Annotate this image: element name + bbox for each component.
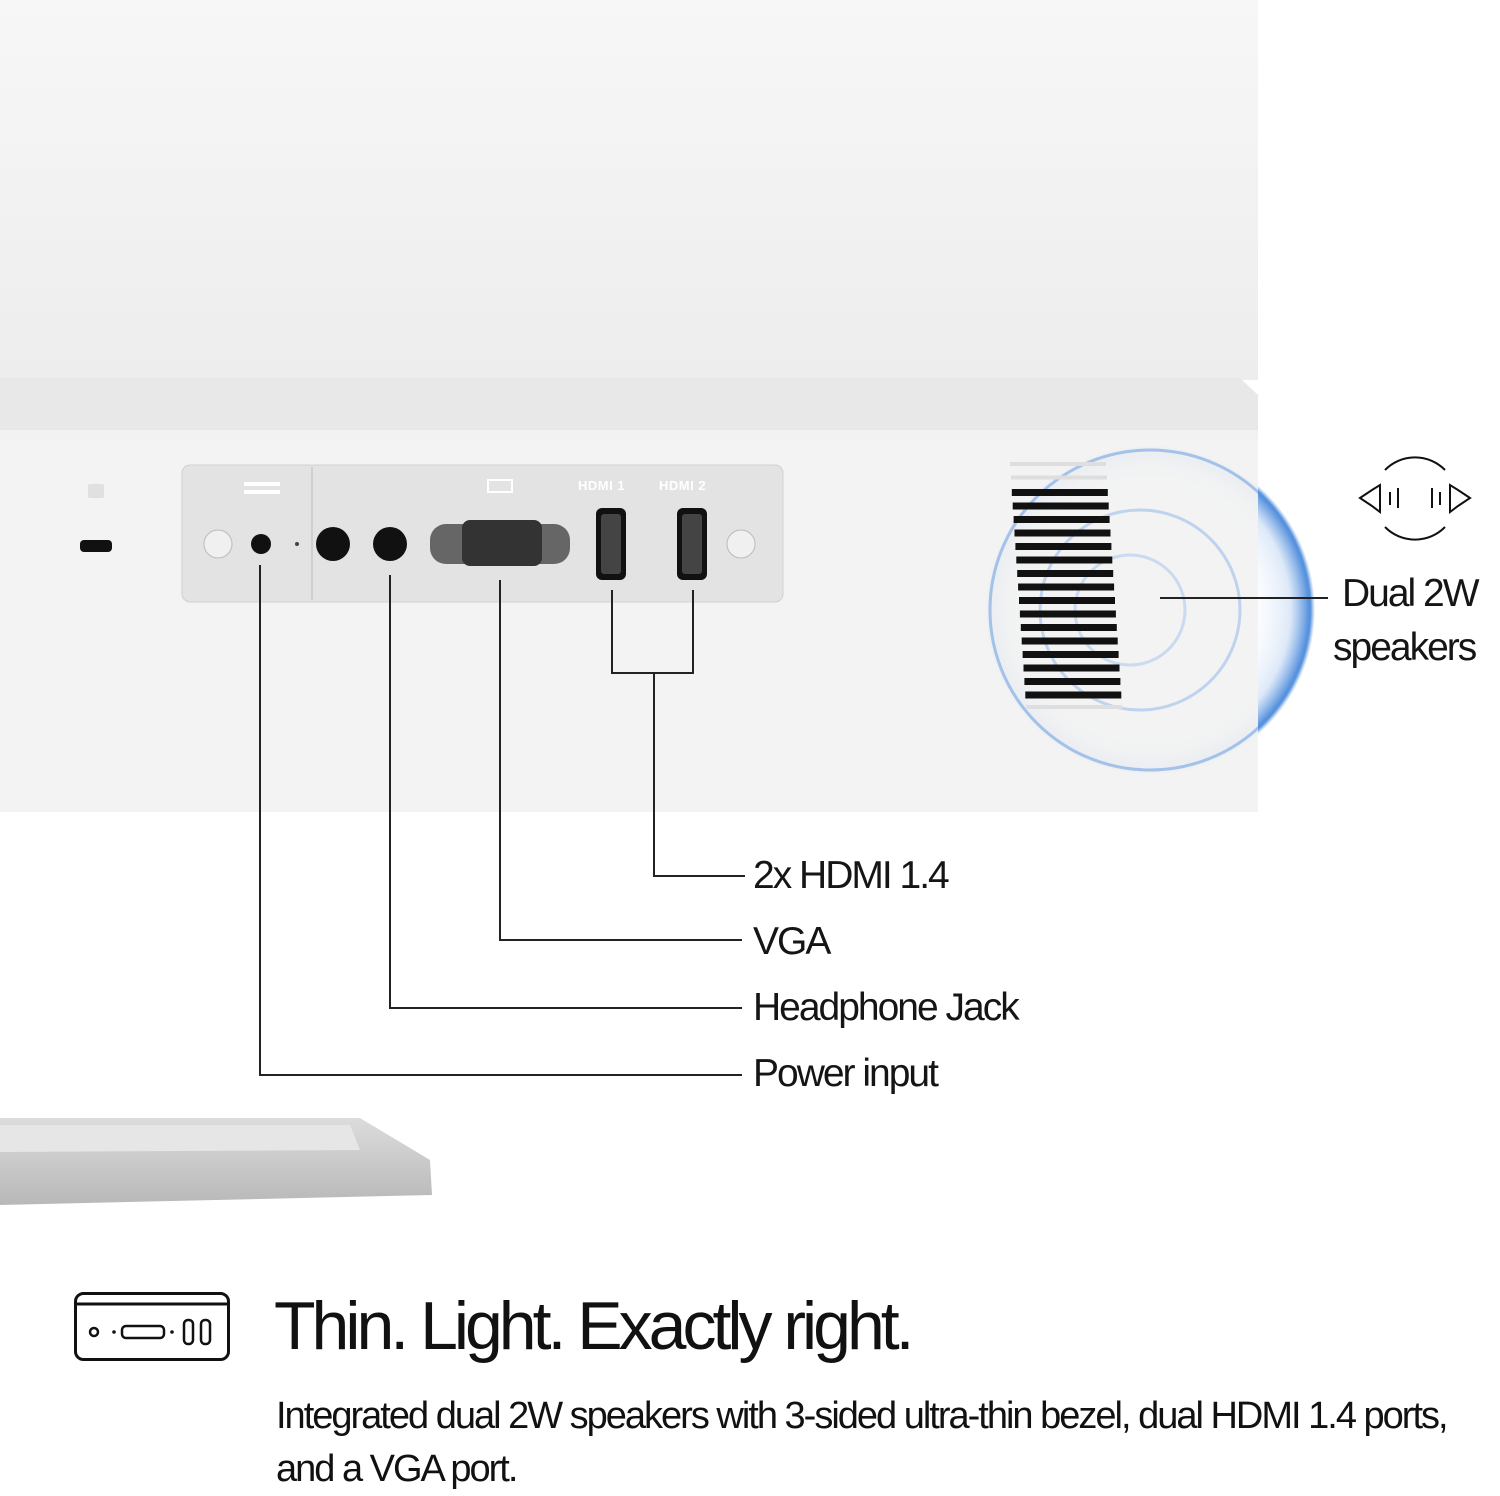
grille-slat (1015, 543, 1112, 550)
grille-slat (1012, 502, 1109, 510)
grille-slat (1010, 475, 1107, 480)
grille-slat (1018, 583, 1115, 591)
speaker-icon (1358, 456, 1472, 541)
grille-slat (1011, 489, 1108, 496)
callout-lines (259, 565, 1328, 1076)
grille-slat (1019, 610, 1116, 618)
monitor-ports-icon (74, 1292, 230, 1361)
grille-slat (1017, 570, 1114, 577)
callout-speakers-line1: Dual 2W (1342, 572, 1480, 615)
monitor-back-upper (0, 0, 1258, 380)
grille-slat (1020, 624, 1117, 631)
hdmi2-port (682, 514, 702, 574)
hdmi2-label: HDMI 2 (659, 478, 707, 493)
grille-slat (1024, 678, 1121, 685)
speaker-grille (1010, 462, 1123, 709)
screw (203, 529, 233, 559)
lock-slot (80, 540, 112, 552)
grille-slat (1010, 462, 1106, 466)
grille-slat (1013, 516, 1110, 523)
grille-slat (1021, 637, 1118, 645)
monitor-back-illustration (0, 0, 1472, 1205)
grille-slat (1026, 705, 1123, 709)
callout-headphone: Headphone Jack (753, 986, 1020, 1029)
callout-power: Power input (753, 1052, 939, 1095)
power-port (251, 534, 271, 554)
callout-speakers-line2: speakers (1333, 626, 1477, 669)
grille-slat (1025, 691, 1122, 699)
headphone-port (373, 527, 407, 561)
callout-hdmi: 2x HDMI 1.4 (753, 854, 950, 897)
grille-slat (1014, 529, 1111, 537)
lock-icon (88, 484, 104, 498)
monitor-ledge (0, 378, 1258, 440)
callout-vga: VGA (753, 920, 831, 963)
grille-slat (1023, 664, 1120, 672)
feature-headline: Thin. Light. Exactly right. (274, 1288, 915, 1364)
grille-slat (1022, 651, 1119, 658)
grille-slat (1019, 597, 1115, 604)
hdmi1-port (601, 514, 621, 574)
audio-in-port (316, 527, 350, 561)
feature-description: Integrated dual 2W speakers with 3-sided… (276, 1395, 1449, 1490)
grille-slat (1016, 556, 1113, 564)
screw (726, 529, 756, 559)
hdmi1-label: HDMI 1 (578, 478, 626, 493)
